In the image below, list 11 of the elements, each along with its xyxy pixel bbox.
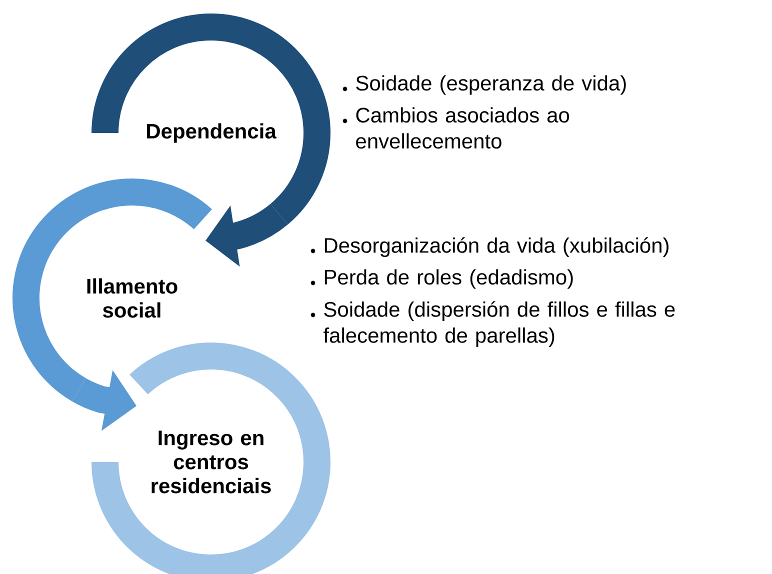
bullet-text: Desorganización da vida (xubilación): [324, 237, 668, 258]
bullet-text: Soidade (dispersión de fillos e fillas e falecemento de parellas): [324, 301, 675, 348]
ring-shape: [12, 178, 212, 402]
node-label: Ingreso en centros residenciais: [152, 430, 271, 494]
node-label: Dependencia: [147, 123, 276, 143]
bullet-text: Perda de roles (edadismo): [324, 269, 573, 289]
ring-shape: [92, 342, 330, 574]
ring-shape: [92, 14, 330, 224]
bullet-text: Cambios asociados ao envellecemento: [356, 107, 570, 149]
node-label: Illamento social: [87, 278, 178, 318]
bullet-text: Soidade (esperanza de vida): [356, 75, 626, 95]
